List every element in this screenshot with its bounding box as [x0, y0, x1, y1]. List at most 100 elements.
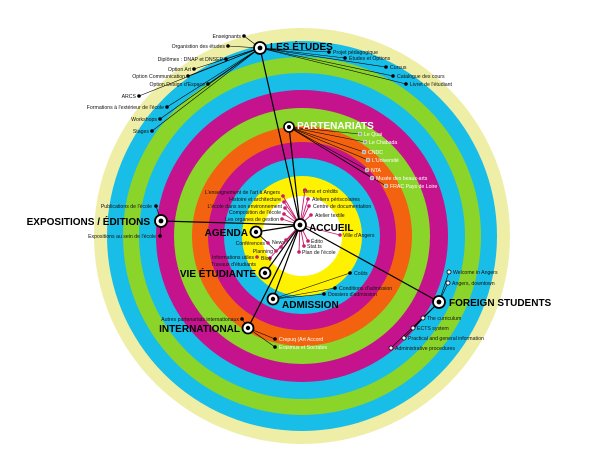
leaf-dot[interactable] — [388, 345, 394, 351]
admission-item-dossiers[interactable]: Dossiers d'admission — [328, 292, 377, 298]
admission-item-conditions[interactable]: Conditions d'admission — [339, 286, 392, 292]
accueil-item-liens[interactable]: Liens et crédits — [303, 189, 338, 195]
leaf-dot[interactable] — [322, 292, 326, 296]
leaf-dot[interactable] — [307, 204, 311, 208]
foreign-title[interactable]: FOREIGN STUDENTS — [449, 298, 552, 309]
etudes-item-organisation[interactable]: Organistion des études — [172, 44, 226, 50]
expositions-title[interactable]: EXPOSITIONS / ÉDITIONS — [27, 215, 151, 228]
partenariats-item-chabada[interactable]: Le Chabada — [369, 140, 397, 146]
leaf-dot[interactable] — [242, 34, 246, 38]
accueil-item-statuts[interactable]: Stat.ts — [307, 244, 322, 250]
etudes-item-cursus[interactable]: Cursus — [390, 65, 407, 71]
international-item-autres[interactable]: Autres partenariats internationaux — [161, 317, 239, 323]
leaf-dot[interactable] — [282, 212, 286, 216]
leaf-dot[interactable] — [274, 249, 278, 253]
etudes-title[interactable]: LES ÉTUDES — [270, 40, 333, 53]
leaf-dot[interactable] — [186, 74, 190, 78]
leaf-dot[interactable] — [420, 315, 426, 321]
leaf-dot[interactable] — [333, 286, 337, 290]
leaf-dot[interactable] — [401, 335, 407, 341]
leaf-dot[interactable] — [283, 206, 287, 210]
leaf-dot[interactable] — [297, 250, 301, 254]
etudes-item-diplomes[interactable]: Diplômes : DNAP et DNSEP — [158, 57, 224, 63]
leaf-dot[interactable] — [446, 269, 452, 275]
leaf-dot[interactable] — [280, 217, 284, 221]
leaf-dot[interactable] — [303, 188, 307, 192]
leaf-dot[interactable] — [445, 280, 451, 286]
leaf-dot[interactable] — [410, 325, 416, 331]
accueil-item-enseignement[interactable]: L'enseignement de l'art à Angers — [205, 190, 281, 196]
leaf-dot[interactable] — [357, 131, 363, 137]
partenariats-item-frac[interactable]: FRAC Pays de Loire — [390, 184, 437, 190]
leaf-dot[interactable] — [302, 244, 306, 248]
vie-item-informations[interactable]: Informations utiles — [212, 255, 255, 261]
admission-item-couts[interactable]: Coûts — [354, 271, 368, 277]
leaf-dot[interactable] — [306, 239, 310, 243]
agenda-item-planning[interactable]: Planning — [253, 249, 273, 255]
vie-title[interactable]: VIE ÉTUDIANTE — [180, 267, 256, 280]
agenda-title[interactable]: AGENDA — [205, 228, 248, 239]
vie-item-blog[interactable]: Blog — [261, 256, 271, 262]
leaf-dot[interactable] — [338, 233, 342, 237]
leaf-dot[interactable] — [192, 67, 196, 71]
leaf-dot[interactable] — [150, 129, 154, 133]
partenariats-item-musee[interactable]: Musée des beaux-arts — [376, 176, 428, 182]
leaf-dot[interactable] — [391, 74, 395, 78]
leaf-dot[interactable] — [362, 139, 368, 145]
leaf-dot[interactable] — [137, 94, 141, 98]
international-item-erasmus[interactable]: Erasmus et Socrates — [279, 345, 328, 351]
partenariats-item-nta[interactable]: NTA — [371, 168, 382, 174]
leaf-dot[interactable] — [279, 245, 283, 249]
leaf-dot[interactable] — [206, 82, 210, 86]
expositions-item-expositions[interactable]: Expositions au sein de l'école — [88, 234, 156, 240]
accueil-title[interactable]: ACCUEIL — [309, 223, 353, 234]
leaf-dot[interactable] — [284, 238, 288, 242]
vie-item-news[interactable]: News — [272, 240, 285, 246]
leaf-dot[interactable] — [158, 117, 162, 121]
accueil-item-histoire[interactable]: Histoire et architecture — [229, 197, 281, 203]
etudes-item-etudes-options[interactable]: Études et Options — [349, 55, 391, 62]
partenariats-item-cndc[interactable]: CNDC — [368, 150, 383, 156]
etudes-item-stages[interactable]: Stages — [133, 129, 150, 135]
leaf-dot[interactable] — [158, 234, 162, 238]
leaf-dot[interactable] — [348, 271, 352, 275]
leaf-dot[interactable] — [226, 44, 230, 48]
leaf-dot[interactable] — [281, 194, 285, 198]
international-title[interactable]: INTERNATIONAL — [159, 324, 240, 335]
etudes-item-option-design[interactable]: Option Design d'Espace — [150, 82, 206, 88]
leaf-dot[interactable] — [309, 213, 313, 217]
etudes-item-formations[interactable]: Formations à l'extérieur de l'école — [87, 105, 164, 111]
leaf-dot[interactable] — [255, 255, 259, 259]
partenariats-title[interactable]: PARTENARIATS — [297, 121, 374, 132]
etudes-item-catalogue[interactable]: Catalogue des cours — [397, 74, 445, 80]
agenda-item-conferences[interactable]: Conférences — [236, 241, 266, 247]
etudes-item-workshops[interactable]: Workshops — [131, 117, 157, 123]
leaf-dot[interactable] — [165, 105, 169, 109]
accueil-item-ateliers[interactable]: Ateliers périscolaires — [312, 197, 360, 203]
etudes-item-option-art[interactable]: Option Art — [168, 67, 192, 73]
leaf-dot[interactable] — [240, 317, 244, 321]
etudes-item-projet[interactable]: Projet pédagogique — [333, 50, 378, 56]
etudes-item-livret[interactable]: Livret de l'étudiant — [410, 82, 452, 88]
leaf-dot[interactable] — [273, 345, 277, 349]
accueil-item-textile[interactable]: Atelier textile — [315, 213, 345, 219]
accueil-item-documentation[interactable]: Centre de documentation — [313, 204, 371, 210]
leaf-dot[interactable] — [273, 337, 277, 341]
foreign-item-downtown[interactable]: Angers, downtown — [452, 281, 495, 287]
leaf-dot[interactable] — [369, 175, 375, 181]
leaf-dot[interactable] — [383, 183, 389, 189]
leaf-dot[interactable] — [343, 56, 347, 60]
accueil-item-composition[interactable]: Composition de l'école — [229, 210, 281, 216]
etudes-item-enseignants[interactable]: Enseignants — [212, 34, 241, 40]
foreign-item-curriculum[interactable]: The curriculum — [427, 316, 461, 322]
leaf-dot[interactable] — [268, 256, 272, 260]
accueil-item-organes[interactable]: Les organes de gestion — [225, 217, 279, 223]
accueil-item-ville[interactable]: Ville d'Angers — [343, 233, 375, 239]
foreign-item-ects[interactable]: ECTS system — [417, 326, 449, 332]
leaf-dot[interactable] — [364, 167, 370, 173]
expositions-item-publications[interactable]: Publications de l'école — [101, 204, 152, 210]
leaf-dot[interactable] — [154, 204, 158, 208]
admission-title[interactable]: ADMISSION — [282, 300, 339, 311]
foreign-item-welcome[interactable]: Welcome in Angers — [453, 270, 498, 276]
accueil-item-plan[interactable]: Plan de l'école — [302, 250, 336, 256]
